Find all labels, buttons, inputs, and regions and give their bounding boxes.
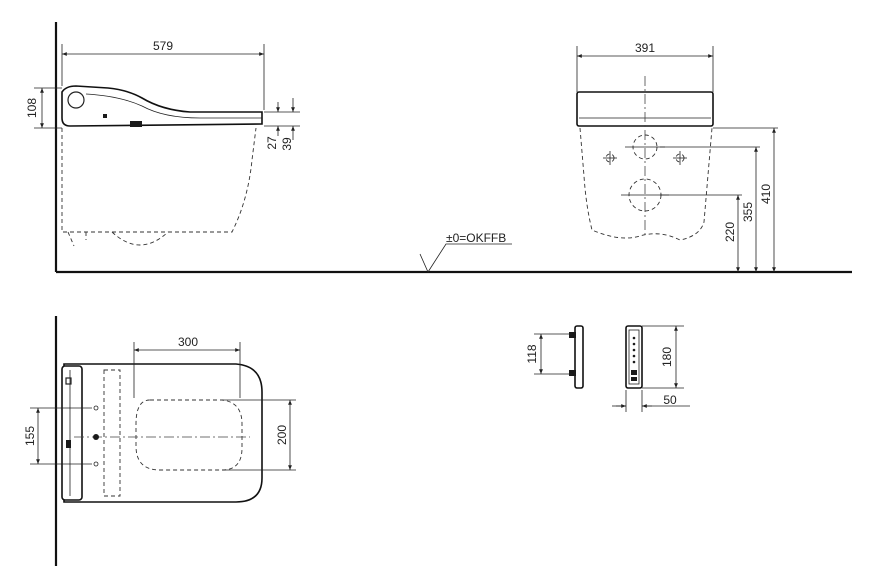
top-view: 300 200 155	[23, 316, 296, 566]
front-view: 391 220 355 410	[576, 41, 778, 272]
seat-lid-outline	[61, 85, 263, 127]
level-marker-icon	[419, 243, 512, 273]
side-view: 579 108 27 39	[25, 22, 852, 274]
seat-top-outline	[63, 363, 263, 503]
mount-hole-bottom	[93, 461, 99, 467]
remote-buttons-icon	[631, 336, 637, 381]
seat-hinge-unit	[61, 365, 83, 501]
bolt-right-icon	[673, 151, 687, 165]
dim-155: 155	[23, 426, 37, 446]
dim-579: 579	[153, 39, 173, 53]
dim-410: 410	[759, 184, 773, 204]
hinge-icon	[67, 91, 85, 109]
dim-220: 220	[723, 222, 737, 242]
nozzle-block	[130, 121, 142, 127]
dim-180: 180	[660, 347, 674, 367]
remote-front-view: 180 50	[612, 325, 690, 412]
dim-391: 391	[635, 41, 655, 55]
remote-side-body	[574, 325, 584, 389]
dim-27: 27	[265, 136, 279, 150]
floor-reference-label: ±0=OKFFB	[446, 231, 506, 245]
dim-355: 355	[741, 202, 755, 222]
bowl-front-outline	[579, 127, 713, 241]
dim-118: 118	[525, 344, 539, 363]
dim-39: 39	[280, 137, 294, 151]
remote-side-view: 118	[525, 325, 584, 389]
bowl-top-outline	[103, 369, 121, 497]
bolt-left-icon	[603, 151, 617, 165]
floor-reference: ±0=OKFFB	[419, 231, 512, 273]
mount-hole-top	[93, 405, 99, 411]
bowl-outline	[61, 127, 257, 233]
dim-108: 108	[25, 98, 39, 118]
dim-200: 200	[275, 425, 289, 445]
dim-300: 300	[178, 335, 198, 349]
dim-50: 50	[663, 393, 677, 407]
